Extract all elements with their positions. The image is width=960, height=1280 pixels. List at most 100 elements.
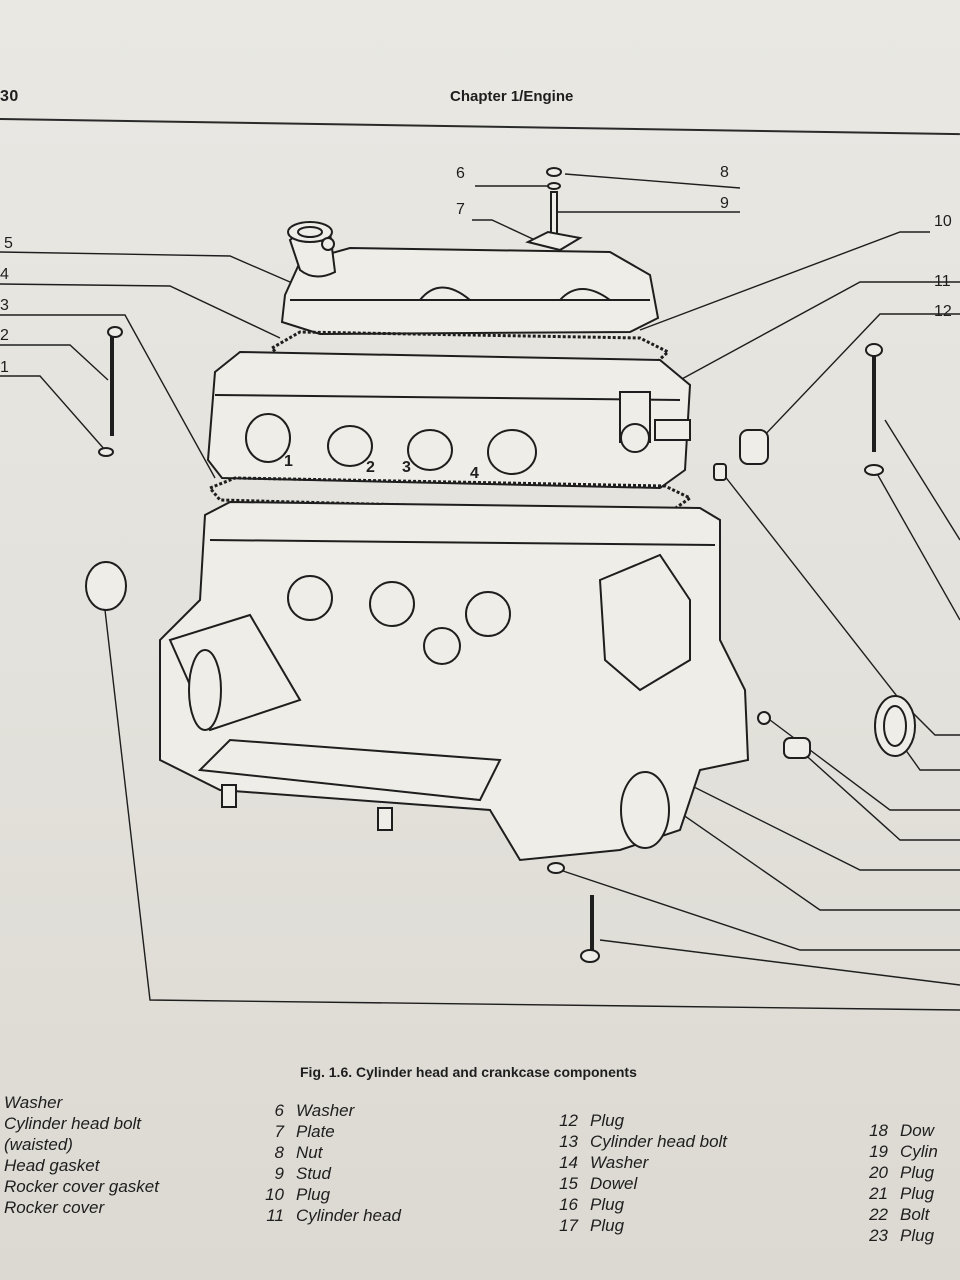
leader-bolt-right: [884, 419, 960, 541]
engine-exploded-diagram: 1 2 3 4 1 2 3 4 5 6 7 8 9 10 11 12: [0, 164, 960, 1011]
callout-11: 11: [934, 273, 951, 290]
head-bolt-right-head: [865, 343, 883, 357]
head-outlet: [620, 423, 650, 453]
legend-row: 21 Plug: [866, 1183, 938, 1204]
legend-text: Rocker cover gasket: [4, 1177, 159, 1196]
washer-right: [864, 464, 884, 476]
legend-num: 6: [274, 1101, 284, 1120]
cylinder-number-1: 1: [284, 453, 293, 470]
legend-text: Plug: [900, 1184, 935, 1203]
legend-row: Head gasket: [4, 1155, 159, 1176]
legend-text: Rocker cover: [4, 1198, 105, 1217]
callout-5: 5: [4, 235, 13, 252]
callout-4: 4: [0, 266, 9, 283]
callout-3: 3: [0, 297, 9, 314]
legend-text: (waisted): [4, 1135, 73, 1154]
rocker-cover: [280, 246, 660, 336]
leader-8: [564, 173, 741, 189]
legend-num: 21: [869, 1184, 888, 1203]
block-deck: [209, 539, 716, 546]
bolt-stub-2: [377, 807, 393, 831]
callout-1: 1: [0, 359, 9, 376]
legend-text: Washer: [296, 1101, 355, 1120]
legend-text: Stud: [296, 1164, 331, 1183]
leader-plug-right: [799, 749, 960, 841]
cylinder-head: [206, 350, 692, 490]
dowel-right: [713, 463, 727, 481]
callout-7: 7: [456, 201, 465, 218]
legend-text: Plug: [590, 1216, 625, 1235]
legend-column-1: Washer Cylinder head bolt (waisted) Head…: [4, 1092, 159, 1218]
leader-washer-right: [874, 469, 960, 621]
leader-4: [0, 283, 281, 339]
leader-bolt-bottom: [599, 939, 960, 986]
cylinder-number-2: 2: [366, 459, 375, 476]
rocker-cover-ribs: [419, 286, 611, 301]
legend-num: 19: [869, 1142, 888, 1161]
page-number: 30: [0, 88, 19, 105]
leader-12: [759, 313, 960, 441]
legend-row: Washer: [4, 1092, 159, 1113]
head-gasket: [207, 476, 693, 514]
leader-dowel-right: [719, 469, 960, 736]
legend-num: 10: [265, 1185, 284, 1204]
legend-text: Plug: [900, 1163, 935, 1182]
legend-text: Washer: [4, 1093, 63, 1112]
callout-6: 6: [456, 165, 465, 182]
legend-num: 18: [869, 1121, 888, 1140]
rear-bearing-housing: [620, 771, 670, 849]
legend-row: 17 Plug: [556, 1215, 727, 1236]
leader-5: [0, 251, 291, 283]
cylinder-number-4: 4: [470, 465, 479, 482]
leader-dowel-bottom: [559, 869, 960, 951]
callout-2: 2: [0, 327, 9, 344]
leader-7: [472, 219, 536, 241]
callout-10: 10: [934, 213, 952, 230]
leader-left-plug: [104, 609, 960, 1011]
legend-num: 15: [559, 1174, 578, 1193]
port-1: [245, 413, 291, 463]
plate-part: [525, 230, 583, 252]
legend-text: Plug: [590, 1111, 625, 1130]
leader-small-plug: [769, 719, 960, 811]
legend-text: Washer: [590, 1153, 649, 1172]
leader-3: [0, 314, 216, 479]
legend-num: 12: [559, 1111, 578, 1130]
legend-num: 22: [869, 1205, 888, 1224]
core-plug-1: [287, 575, 333, 621]
callout-9: 9: [720, 195, 729, 212]
legend-text: Cylinder head bolt: [590, 1132, 728, 1151]
leader-11: [679, 281, 960, 381]
dowel-bottom: [547, 862, 565, 874]
legend-num: 13: [559, 1132, 578, 1151]
legend-num: 7: [274, 1122, 284, 1141]
callout-8: 8: [720, 164, 729, 181]
vent-pipe: [321, 237, 335, 251]
legend-row: Rocker cover: [4, 1197, 159, 1218]
bolt-bottom-head: [580, 949, 600, 963]
sump-flange: [197, 738, 502, 802]
legend-text: Head gasket: [4, 1156, 100, 1175]
port-4: [487, 429, 537, 475]
legend-text: Plug: [296, 1185, 331, 1204]
small-plug: [757, 711, 771, 725]
legend-row: 22 Bolt: [866, 1204, 938, 1225]
cylinder-number-3: 3: [402, 459, 411, 476]
legend-text: Cylinder head bolt: [4, 1114, 142, 1133]
head-bolt-left-head: [107, 326, 123, 338]
leader-rear-seal: [659, 769, 960, 871]
stud-part: [550, 191, 558, 235]
legend-num: 17: [559, 1216, 578, 1235]
washer-left: [98, 447, 114, 457]
washer-part: [547, 182, 561, 190]
legend-text: Bolt: [900, 1205, 930, 1224]
legend-num: 23: [869, 1226, 888, 1245]
